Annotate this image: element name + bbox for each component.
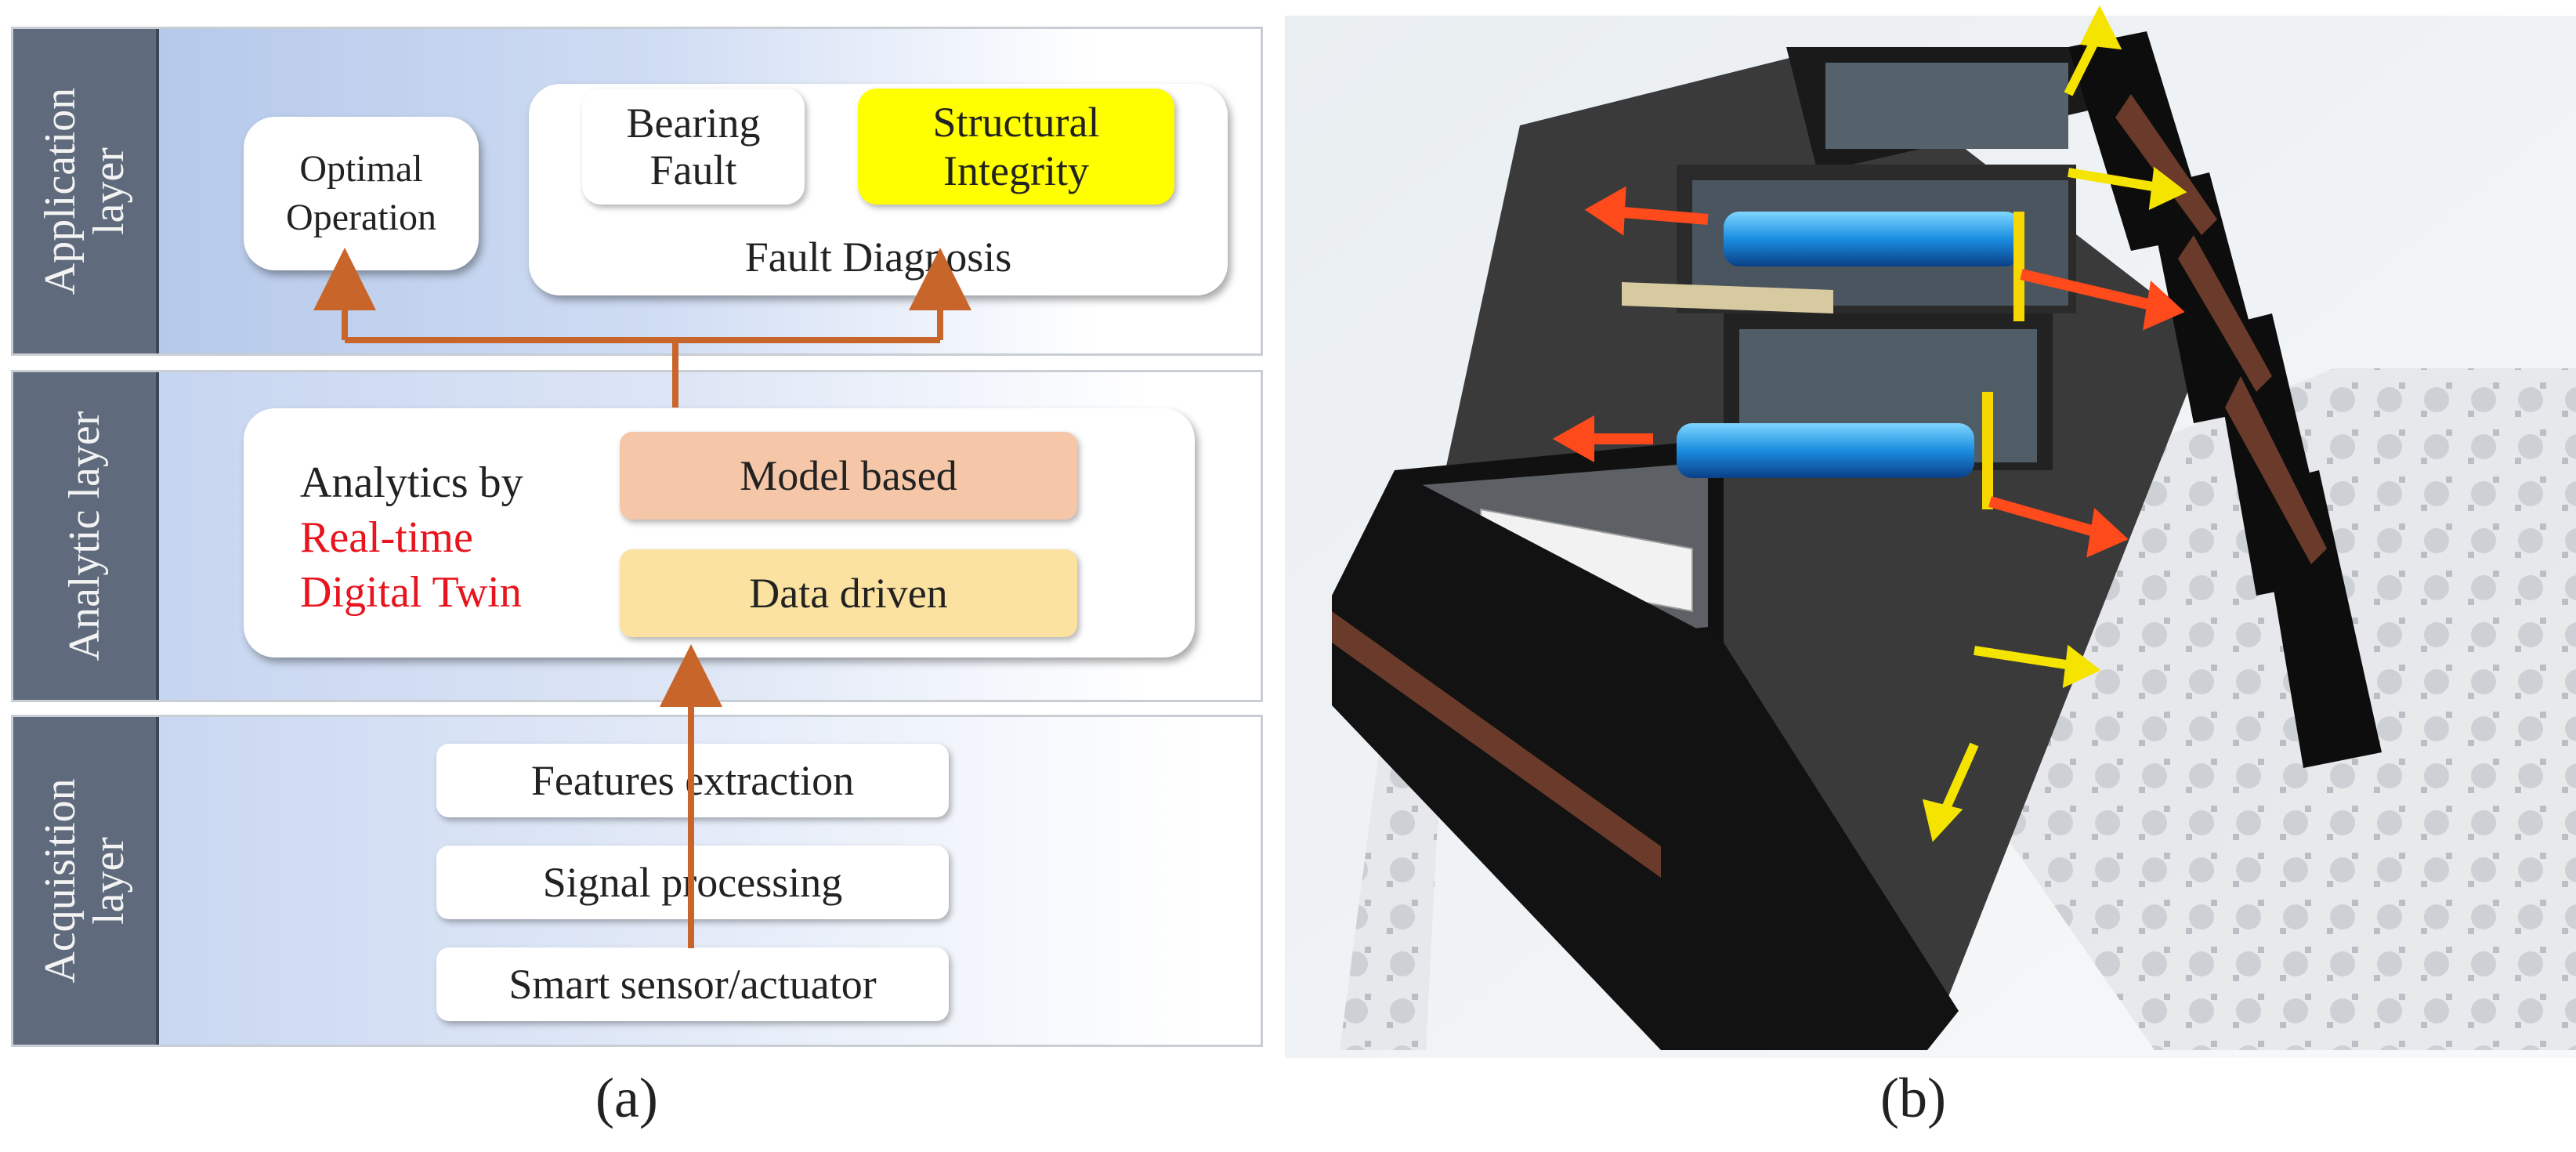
optimal-operation-card: Optimal Operation bbox=[244, 117, 479, 270]
flow-arrows bbox=[313, 248, 971, 948]
analytics-by-text: Analytics by Real-time Digital Twin bbox=[300, 455, 523, 620]
panel-b-building-render: (b) bbox=[1285, 0, 2576, 1152]
lower-duct bbox=[1677, 423, 1974, 478]
analytics-by-label: Analytics by bbox=[300, 458, 523, 507]
analytic-layer-body: Analytics by Real-time Digital Twin Mode… bbox=[159, 372, 1261, 700]
analytic-layer: Analytic layer Analytics by Real-time Di… bbox=[11, 370, 1263, 702]
caption-b: (b) bbox=[1880, 1067, 1946, 1129]
real-time-label: Real-time bbox=[300, 513, 473, 562]
bearing-fault-box: Bearing Fault bbox=[582, 89, 805, 205]
structural-integrity-label: Structural Integrity bbox=[932, 99, 1100, 194]
caption-a: (a) bbox=[595, 1067, 658, 1129]
data-driven-box: Data driven bbox=[620, 549, 1077, 637]
smart-sensor-label: Smart sensor/actuator bbox=[508, 961, 877, 1008]
smart-sensor-box: Smart sensor/actuator bbox=[436, 947, 949, 1021]
bearing-fault-label: Bearing Fault bbox=[626, 100, 761, 194]
building-illustration bbox=[1285, 5, 2576, 1058]
building-body bbox=[1332, 470, 1959, 1050]
model-based-box: Model based bbox=[620, 432, 1077, 520]
panel-a-layer-diagram: Application layer Optimal Operation Faul… bbox=[0, 0, 1285, 1152]
model-based-label: Model based bbox=[740, 452, 957, 499]
structural-integrity-box: Structural Integrity bbox=[858, 89, 1174, 205]
application-layer-label-box: Application layer bbox=[13, 29, 159, 353]
optimal-operation-label: Optimal Operation bbox=[286, 148, 436, 238]
analytic-layer-label-box: Analytic layer bbox=[13, 372, 159, 700]
digital-twin-label: Digital Twin bbox=[300, 568, 522, 617]
upper-duct bbox=[1724, 212, 2021, 266]
data-driven-label: Data driven bbox=[749, 570, 948, 617]
acquisition-layer-label-box: Acquisition layer bbox=[13, 717, 159, 1045]
